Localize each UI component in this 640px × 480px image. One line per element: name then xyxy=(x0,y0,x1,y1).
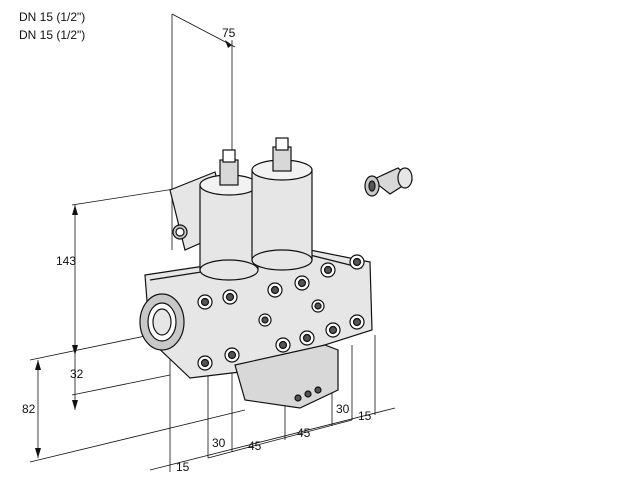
screws xyxy=(197,254,365,371)
header-line-2: DN 15 (1/2") xyxy=(19,28,86,42)
dim-label-75: 75 xyxy=(222,26,236,40)
dim-label-82: 82 xyxy=(22,402,36,416)
dim-label-30-left: 30 xyxy=(212,436,226,450)
cable-gland xyxy=(364,167,414,197)
dim-line-bottom-chain xyxy=(149,407,396,471)
dim-label-15-right: 15 xyxy=(358,409,372,423)
header-line-1: DN 15 (1/2") xyxy=(19,10,86,24)
bottom-block xyxy=(234,344,339,409)
valve-assembly xyxy=(139,137,373,409)
dimension-lines xyxy=(29,13,396,472)
dim-line-75 xyxy=(171,13,236,48)
dim-label-15-left: 15 xyxy=(176,460,190,474)
solenoid-coil-left xyxy=(199,149,259,281)
dim-label-30-right: 30 xyxy=(336,402,350,416)
dimension-arrows xyxy=(35,40,232,458)
dim-label-32: 32 xyxy=(70,367,84,381)
solenoid-coil-right xyxy=(251,137,313,271)
dim-label-45-a: 45 xyxy=(248,439,262,453)
dim-label-143: 143 xyxy=(56,254,76,268)
dim-label-45-b: 45 xyxy=(297,426,311,440)
